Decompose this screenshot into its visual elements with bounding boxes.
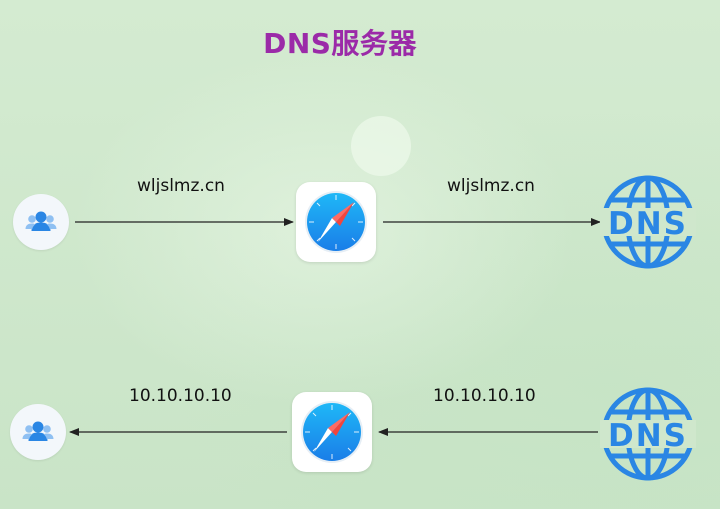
response-ip-label-right: 10.10.10.10 <box>433 386 536 406</box>
request-domain-label-right: wljslmz.cn <box>447 176 535 196</box>
users-icon <box>22 421 54 441</box>
user-node-top <box>13 194 69 250</box>
dns-server-node-bottom: DNS <box>598 384 698 484</box>
safari-compass-icon <box>305 191 367 253</box>
safari-compass-icon <box>301 401 363 463</box>
browser-node-bottom <box>292 392 372 472</box>
user-node-bottom <box>10 404 66 460</box>
dns-globe-icon: DNS <box>600 387 696 481</box>
browser-node-top <box>296 182 376 262</box>
dns-server-node-top: DNS <box>598 172 698 272</box>
diagram-title: DNS服务器 <box>263 27 417 60</box>
request-domain-label-left: wljslmz.cn <box>137 176 225 196</box>
dns-globe-icon: DNS <box>600 175 696 269</box>
background-circle <box>351 116 411 176</box>
response-ip-label-left: 10.10.10.10 <box>129 386 232 406</box>
dns-text: DNS <box>608 418 688 454</box>
users-icon <box>25 211 57 231</box>
dns-text: DNS <box>608 206 688 242</box>
